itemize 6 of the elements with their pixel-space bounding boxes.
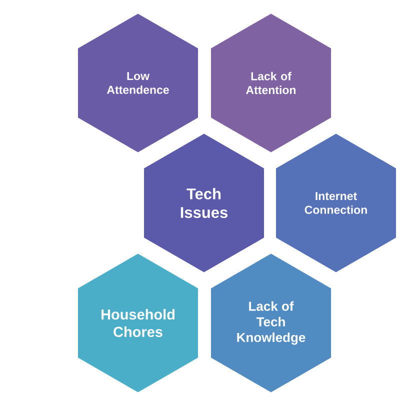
- hexagon-tile: Lack of Tech Knowledge: [211, 254, 332, 392]
- hexagon-tile: Lack of Attention: [211, 14, 332, 152]
- hexagon-tile: Household Chores: [78, 254, 198, 392]
- hexagon-tile: Tech Issues: [144, 134, 264, 272]
- hexagon-tile: Low Attendence: [78, 14, 198, 152]
- hexagon-tile: Internet Connection: [276, 134, 396, 272]
